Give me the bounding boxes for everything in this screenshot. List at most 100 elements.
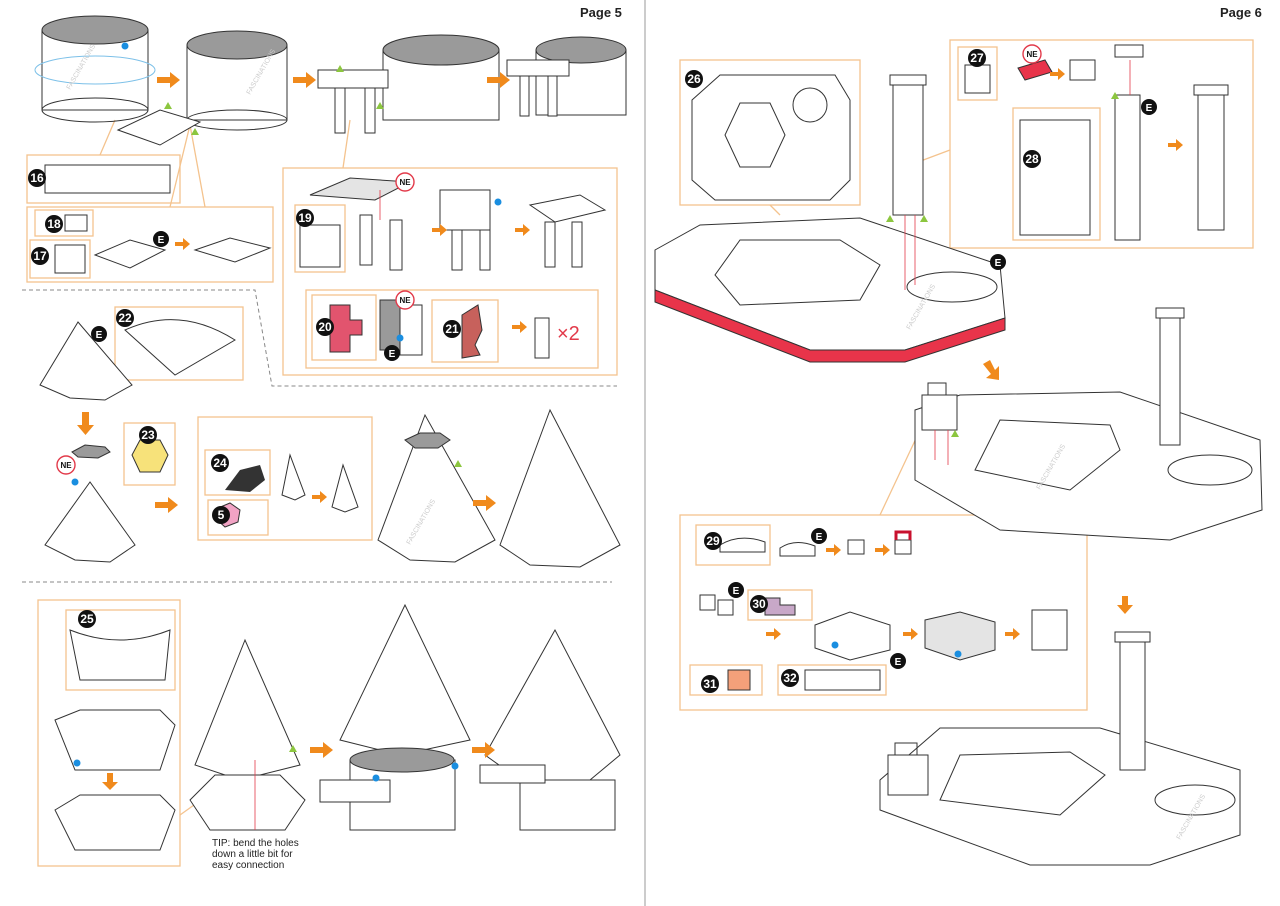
section-separator xyxy=(22,289,617,387)
ring-result xyxy=(54,794,176,851)
e-marker: E xyxy=(91,326,107,342)
svg-text:26: 26 xyxy=(687,72,701,86)
step-frames xyxy=(26,39,1254,867)
cone-bottom xyxy=(194,638,301,781)
part-16 xyxy=(44,164,171,194)
page-5-label: Page 5 xyxy=(580,5,622,20)
svg-text:NE: NE xyxy=(60,461,72,470)
svg-text:17: 17 xyxy=(33,249,47,263)
part-32 xyxy=(804,669,881,691)
step-badge-26: 26 xyxy=(685,70,703,88)
page-6-label: Page 6 xyxy=(1220,5,1262,20)
svg-text:24: 24 xyxy=(213,456,227,470)
svg-text:27: 27 xyxy=(970,51,984,65)
ring-assembly xyxy=(54,709,176,771)
step-badge-24: 24 xyxy=(211,454,229,472)
step-badge-28: 28 xyxy=(1023,150,1041,168)
part-17-result xyxy=(193,237,272,263)
svg-text:23: 23 xyxy=(141,428,155,442)
cone-step-22 xyxy=(39,321,133,401)
svg-text:NE: NE xyxy=(399,296,411,305)
e-marker: E xyxy=(1141,99,1157,115)
svg-text:21: 21 xyxy=(445,322,459,336)
svg-text:31: 31 xyxy=(703,677,717,691)
part-23 xyxy=(131,439,169,473)
guide-marks xyxy=(71,42,1131,830)
step-badge-20: 20 xyxy=(316,318,334,336)
svg-text:E: E xyxy=(158,235,165,246)
cylinder-step-2 xyxy=(186,30,288,131)
step-badge-32: 32 xyxy=(781,669,799,687)
tip-line-2: down a little bit for xyxy=(212,849,293,860)
tower-final-page5 xyxy=(484,628,621,781)
ne-marker: NE xyxy=(395,172,415,192)
svg-text:22: 22 xyxy=(118,311,132,325)
part-17-assembly xyxy=(93,239,167,269)
cone-step-23 xyxy=(44,481,136,563)
ne-marker: NE xyxy=(395,290,415,310)
step-badge-27: 27 xyxy=(968,49,986,67)
step-badge-22: 22 xyxy=(116,309,134,327)
svg-text:29: 29 xyxy=(706,534,720,548)
part-20 xyxy=(329,304,363,353)
step-badge-23: 23 xyxy=(139,426,157,444)
e-marker: E xyxy=(384,345,400,361)
ne-marker: NE xyxy=(1022,44,1042,64)
e-marker: E xyxy=(811,528,827,544)
svg-text:E: E xyxy=(1146,103,1153,114)
part-22 xyxy=(124,319,236,376)
step-badge-25: 25 xyxy=(78,610,96,628)
svg-text:E: E xyxy=(995,258,1002,269)
svg-text:25: 25 xyxy=(80,612,94,626)
step-badge-21: 21 xyxy=(443,320,461,338)
cylinder-step-4 xyxy=(506,36,627,117)
step-badge-31: 31 xyxy=(701,675,719,693)
part-21 xyxy=(461,304,483,359)
step-badge-5: 5 xyxy=(212,506,230,524)
svg-text:E: E xyxy=(895,657,902,668)
e-marker: E xyxy=(153,231,169,247)
e-marker: E xyxy=(890,653,906,669)
ne-marker: NE xyxy=(56,455,76,475)
svg-text:NE: NE xyxy=(399,178,411,187)
svg-text:32: 32 xyxy=(783,671,797,685)
cylinder-step-1 xyxy=(34,15,156,123)
part-29 xyxy=(719,537,766,553)
quantity-multiplier: ×2 xyxy=(557,323,580,345)
cone-step-24-result xyxy=(377,413,496,563)
step-badge-30: 30 xyxy=(750,595,768,613)
svg-text:E: E xyxy=(389,349,396,360)
orange-arrows xyxy=(77,68,1183,790)
part-31 xyxy=(727,669,751,691)
bench-part xyxy=(116,109,202,146)
e-marker: E xyxy=(728,582,744,598)
svg-text:E: E xyxy=(816,532,823,543)
step-badge-18: 18 xyxy=(45,215,63,233)
step-badge-29: 29 xyxy=(704,532,722,550)
step-badge-16: 16 xyxy=(28,169,46,187)
base-plate-final xyxy=(879,727,1241,866)
part-30 xyxy=(764,597,796,616)
svg-text:5: 5 xyxy=(218,508,225,522)
svg-text:28: 28 xyxy=(1025,152,1039,166)
part-19-top xyxy=(309,177,412,201)
step-badge-19: 19 xyxy=(296,209,314,227)
svg-text:30: 30 xyxy=(752,597,766,611)
cylinder-step-3 xyxy=(317,34,500,134)
tip-line-1: TIP: bend the holes xyxy=(212,838,299,849)
e-marker: E xyxy=(990,254,1006,270)
ring-bottom xyxy=(189,774,306,831)
svg-text:20: 20 xyxy=(318,320,332,334)
part-28 xyxy=(1019,119,1091,236)
svg-text:18: 18 xyxy=(47,217,61,231)
pillar-step-26 xyxy=(892,79,924,216)
part-25 xyxy=(69,629,171,681)
cone-final-page5 xyxy=(499,408,621,568)
svg-text:19: 19 xyxy=(298,211,312,225)
part-24 xyxy=(225,465,265,492)
svg-text:E: E xyxy=(96,330,103,341)
svg-text:NE: NE xyxy=(1026,50,1038,59)
step-badge-17: 17 xyxy=(31,247,49,265)
svg-text:16: 16 xyxy=(30,171,44,185)
